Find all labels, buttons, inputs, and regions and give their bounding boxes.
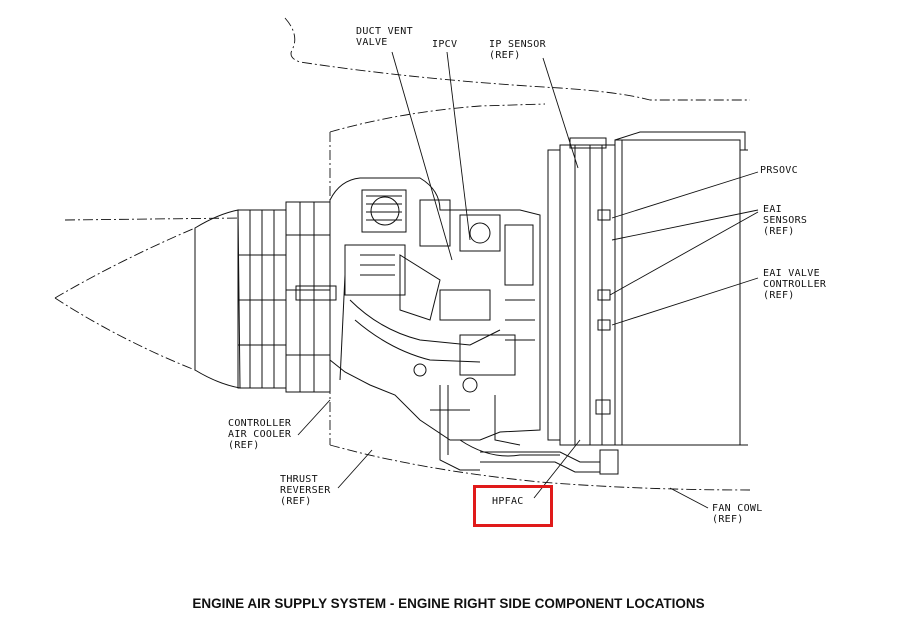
label-thrust-reverser: THRUST REVERSER (REF) (280, 474, 331, 507)
label-prsovc: PRSOVC (760, 165, 798, 176)
fan-case-section (547, 131, 748, 446)
label-fan-cowl: FAN COWL (REF) (712, 503, 763, 525)
nacelle-phantom-outline (54, 17, 751, 491)
label-hpfac: HPFAC (492, 496, 524, 507)
inlet-section (194, 201, 337, 393)
figure-caption: ENGINE AIR SUPPLY SYSTEM - ENGINE RIGHT … (192, 596, 705, 611)
label-duct-vent-valve: DUCT VENT VALVE (356, 26, 413, 48)
hpfac-highlight-box (473, 485, 553, 527)
label-ip-sensor: IP SENSOR (REF) (489, 39, 546, 61)
leader-lines (297, 51, 759, 509)
label-ipcv: IPCV (432, 39, 458, 50)
label-controller-air-cooler: CONTROLLER AIR COOLER (REF) (228, 418, 292, 451)
hpfac-ducting (480, 449, 619, 475)
label-eai-sensors: EAI SENSORS (REF) (763, 204, 808, 237)
core-engine-section (329, 177, 560, 471)
label-eai-valve-controller: EAI VALVE CONTROLLER (REF) (763, 268, 827, 301)
